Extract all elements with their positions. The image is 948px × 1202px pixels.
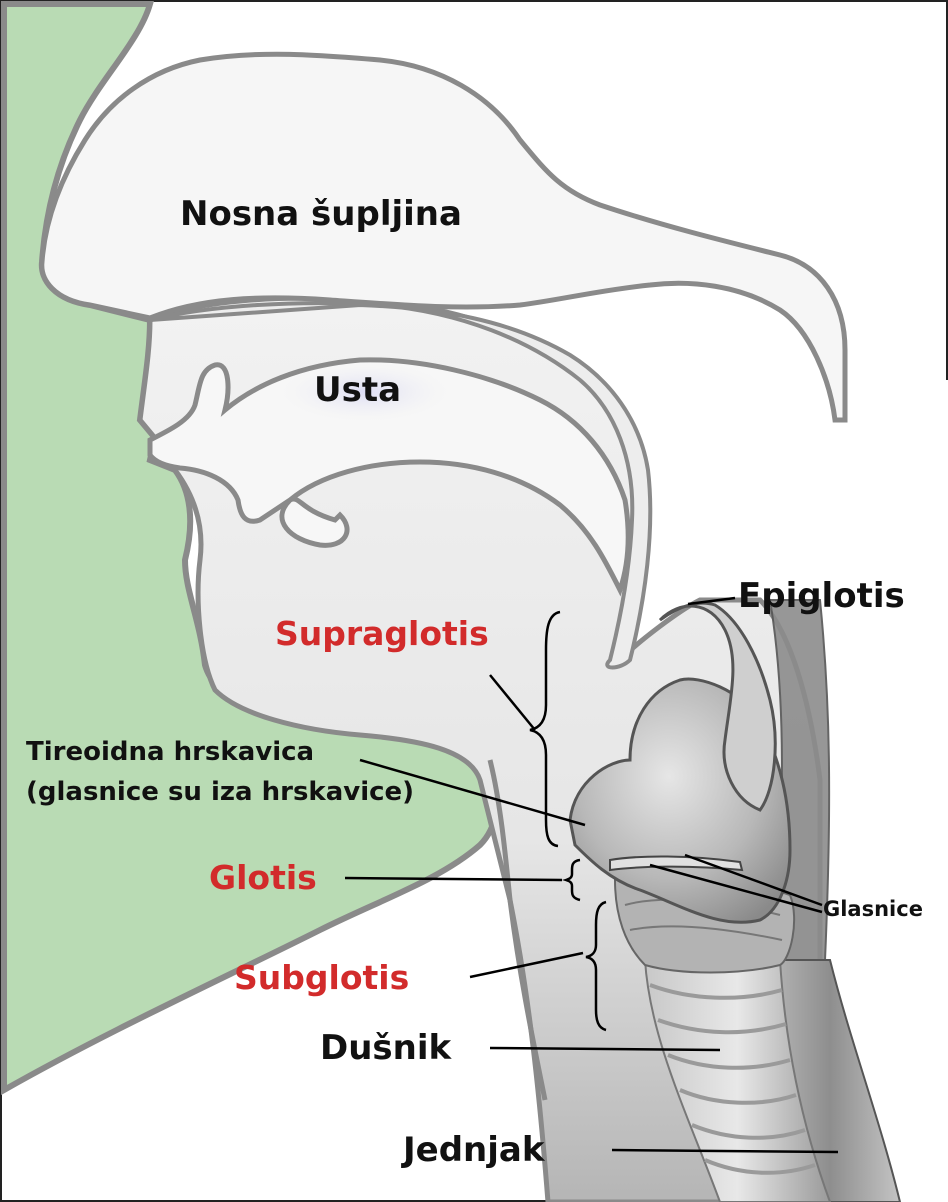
label-usta: Usta — [314, 372, 401, 409]
label-epiglotis: Epiglotis — [738, 578, 905, 615]
label-tireoidna-line1: Tireoidna hrskavica — [26, 738, 314, 767]
label-jednjak: Jednjak — [403, 1132, 544, 1169]
label-glasnice: Glasnice — [823, 898, 923, 921]
label-subglotis: Subglotis — [234, 960, 409, 996]
label-glotis: Glotis — [209, 860, 317, 896]
label-supraglotis: Supraglotis — [275, 616, 489, 652]
label-tireoidna-line2: (glasnice su iza hrskavice) — [26, 778, 414, 807]
label-dusnik: Dušnik — [320, 1030, 451, 1067]
label-nosna-supljina: Nosna šupljina — [180, 196, 462, 233]
